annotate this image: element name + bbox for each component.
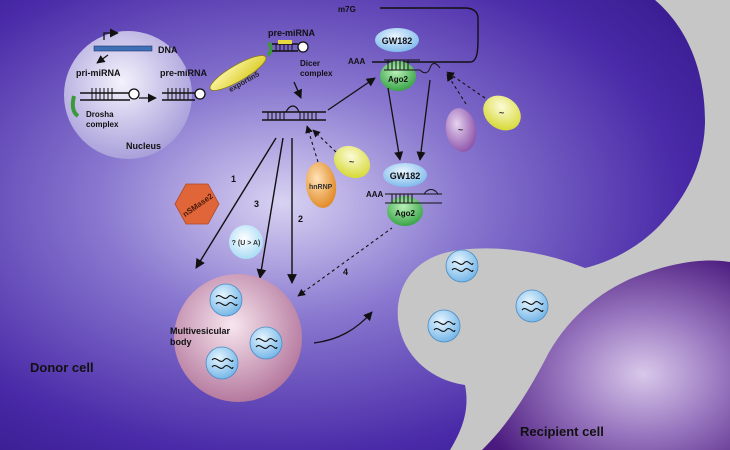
m7g-cap-label: m7G <box>338 5 356 14</box>
pathway-3-arrow <box>256 137 284 279</box>
risc-loading-arrow <box>327 77 376 111</box>
nucleus <box>64 31 192 159</box>
dicer-label-line2: complex <box>300 69 333 78</box>
uridylation-sorting <box>229 225 263 259</box>
extracellular-exosome-3 <box>427 309 461 343</box>
pathway-4-label: 4 <box>343 267 348 277</box>
hnrnp-protein <box>305 162 337 208</box>
risc-shuttle-arrow <box>416 79 431 161</box>
yellow-binding-arrow <box>446 71 486 99</box>
mirna-target-duplex-bottom <box>385 189 442 204</box>
transcription-arrow <box>96 54 109 64</box>
dna-gene <box>93 28 153 52</box>
mvb-exosome-2 <box>249 326 283 360</box>
multivesicular-body <box>174 274 302 402</box>
drosha-label-line2: complex <box>86 120 119 129</box>
rbp-yellow-top-mark: ~ <box>499 108 504 118</box>
mvb-exosome-3 <box>205 346 239 380</box>
aaa-bottom-label: AAA <box>366 190 384 199</box>
hnrnp-binding-arrow <box>305 125 319 163</box>
pathway-3-label: 3 <box>254 199 259 209</box>
rbp-yellow-middle-mark: ~ <box>349 157 354 167</box>
pathway-1-label: 1 <box>231 174 236 184</box>
mvb-label-line2: body <box>170 337 192 347</box>
aaa-top-label: AAA <box>348 57 366 66</box>
drosha-label-line1: Drosha <box>86 110 114 119</box>
nsmase2-protein <box>174 183 220 225</box>
gw182-top-label: GW182 <box>382 36 413 46</box>
mirna-duplex <box>262 105 326 121</box>
gw182-top <box>375 28 419 52</box>
nucleus-label: Nucleus <box>126 141 161 151</box>
donor-cell-label: Donor cell <box>30 360 94 375</box>
gw182-bottom-label: GW182 <box>390 171 421 181</box>
rbp-purple <box>445 108 477 152</box>
recipient-cell <box>482 260 730 450</box>
recipient-cell-label: Recipient cell <box>520 424 604 439</box>
pathway-1-arrow <box>195 137 277 269</box>
ago2-top <box>380 61 416 91</box>
yellow-binding-arrow-middle <box>312 129 337 153</box>
ago2-top-label: Ago2 <box>388 75 409 84</box>
pre-mirna-nucleus-label: pre-miRNA <box>160 68 208 78</box>
hnrnp-label: hnRNP <box>309 184 333 191</box>
pri-mirna-label: pri-miRNA <box>76 68 121 78</box>
mrna-loop-top <box>372 7 479 63</box>
dna-label: DNA <box>158 45 178 55</box>
dicer-processing-arrow <box>293 81 302 99</box>
extracellular-exosome-1 <box>445 249 479 283</box>
exosome-release-arrow <box>313 311 373 344</box>
rbp-yellow-top <box>483 95 521 131</box>
pathway-2-label: 2 <box>298 214 303 224</box>
rbp-yellow-middle <box>333 145 371 179</box>
pathway-4-arrow <box>297 227 393 297</box>
mirna-target-duplex-top <box>384 59 441 74</box>
extracellular-exosome-2 <box>515 289 549 323</box>
mvb-label-line1: Multivesicular <box>170 326 231 336</box>
rbp-purple-mark: ~ <box>458 125 463 135</box>
risc-release-arrow <box>387 87 404 161</box>
pre-mirna-cyto-hairpin <box>266 40 309 57</box>
u-to-a-label: ? (U > A) <box>232 240 261 247</box>
gw182-bottom <box>383 163 427 187</box>
ago2-bottom-label: Ago2 <box>395 209 416 218</box>
dicer-label-line1: Dicer <box>300 59 320 68</box>
exportin5-protein <box>209 55 267 91</box>
pre-mirna-cyto-label: pre-miRNA <box>268 28 316 38</box>
mvb-exosome-1 <box>209 283 243 317</box>
pre-mirna-nucleus-hairpin <box>162 88 206 101</box>
pri-mirna-hairpin <box>70 88 140 118</box>
